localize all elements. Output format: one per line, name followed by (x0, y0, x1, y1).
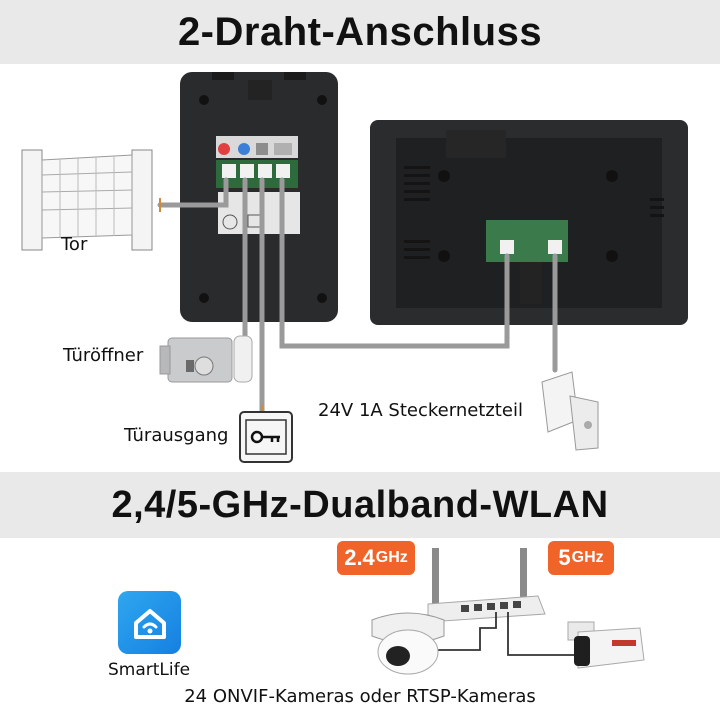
gate-icon (21, 149, 153, 251)
header-band: 2-Draht-Anschluss (0, 0, 720, 64)
gate-label: Tor (61, 234, 88, 255)
smartlife-label: SmartLife (108, 660, 191, 680)
bullet-camera-icon (567, 621, 645, 669)
power-adapter-label: 24V 1A Steckernetzteil (318, 400, 523, 421)
page-title: 2-Draht-Anschluss (177, 9, 543, 54)
wifi-title: 2,4/5-GHz-Dualband-WLAN (111, 483, 609, 526)
cameras-label: 24 ONVIF-Kameras oder RTSP-Kameras (184, 686, 536, 707)
outdoor-unit-back (180, 72, 338, 322)
badge-2-4ghz-number: 2.4 (344, 545, 375, 570)
door-lock-icon (159, 335, 253, 383)
smartlife-house-icon (133, 608, 166, 639)
smartlife-app-icon (118, 591, 181, 654)
badge-2-4ghz-unit: GHz (375, 549, 408, 566)
indoor-monitor-back (370, 120, 688, 325)
dome-camera-icon (371, 612, 445, 675)
wifi-band: 2,4/5-GHz-Dualband-WLAN (0, 472, 720, 538)
router-icon (427, 548, 546, 623)
camera-links (420, 612, 580, 656)
key-icon (250, 430, 280, 444)
badge-5ghz-number: 5 (558, 545, 571, 570)
power-adapter-icon (541, 371, 599, 451)
exit-button-label: Türausgang (124, 425, 229, 446)
badge-5ghz-unit: GHz (571, 549, 604, 566)
door-opener-label: Türöffner (63, 345, 144, 366)
